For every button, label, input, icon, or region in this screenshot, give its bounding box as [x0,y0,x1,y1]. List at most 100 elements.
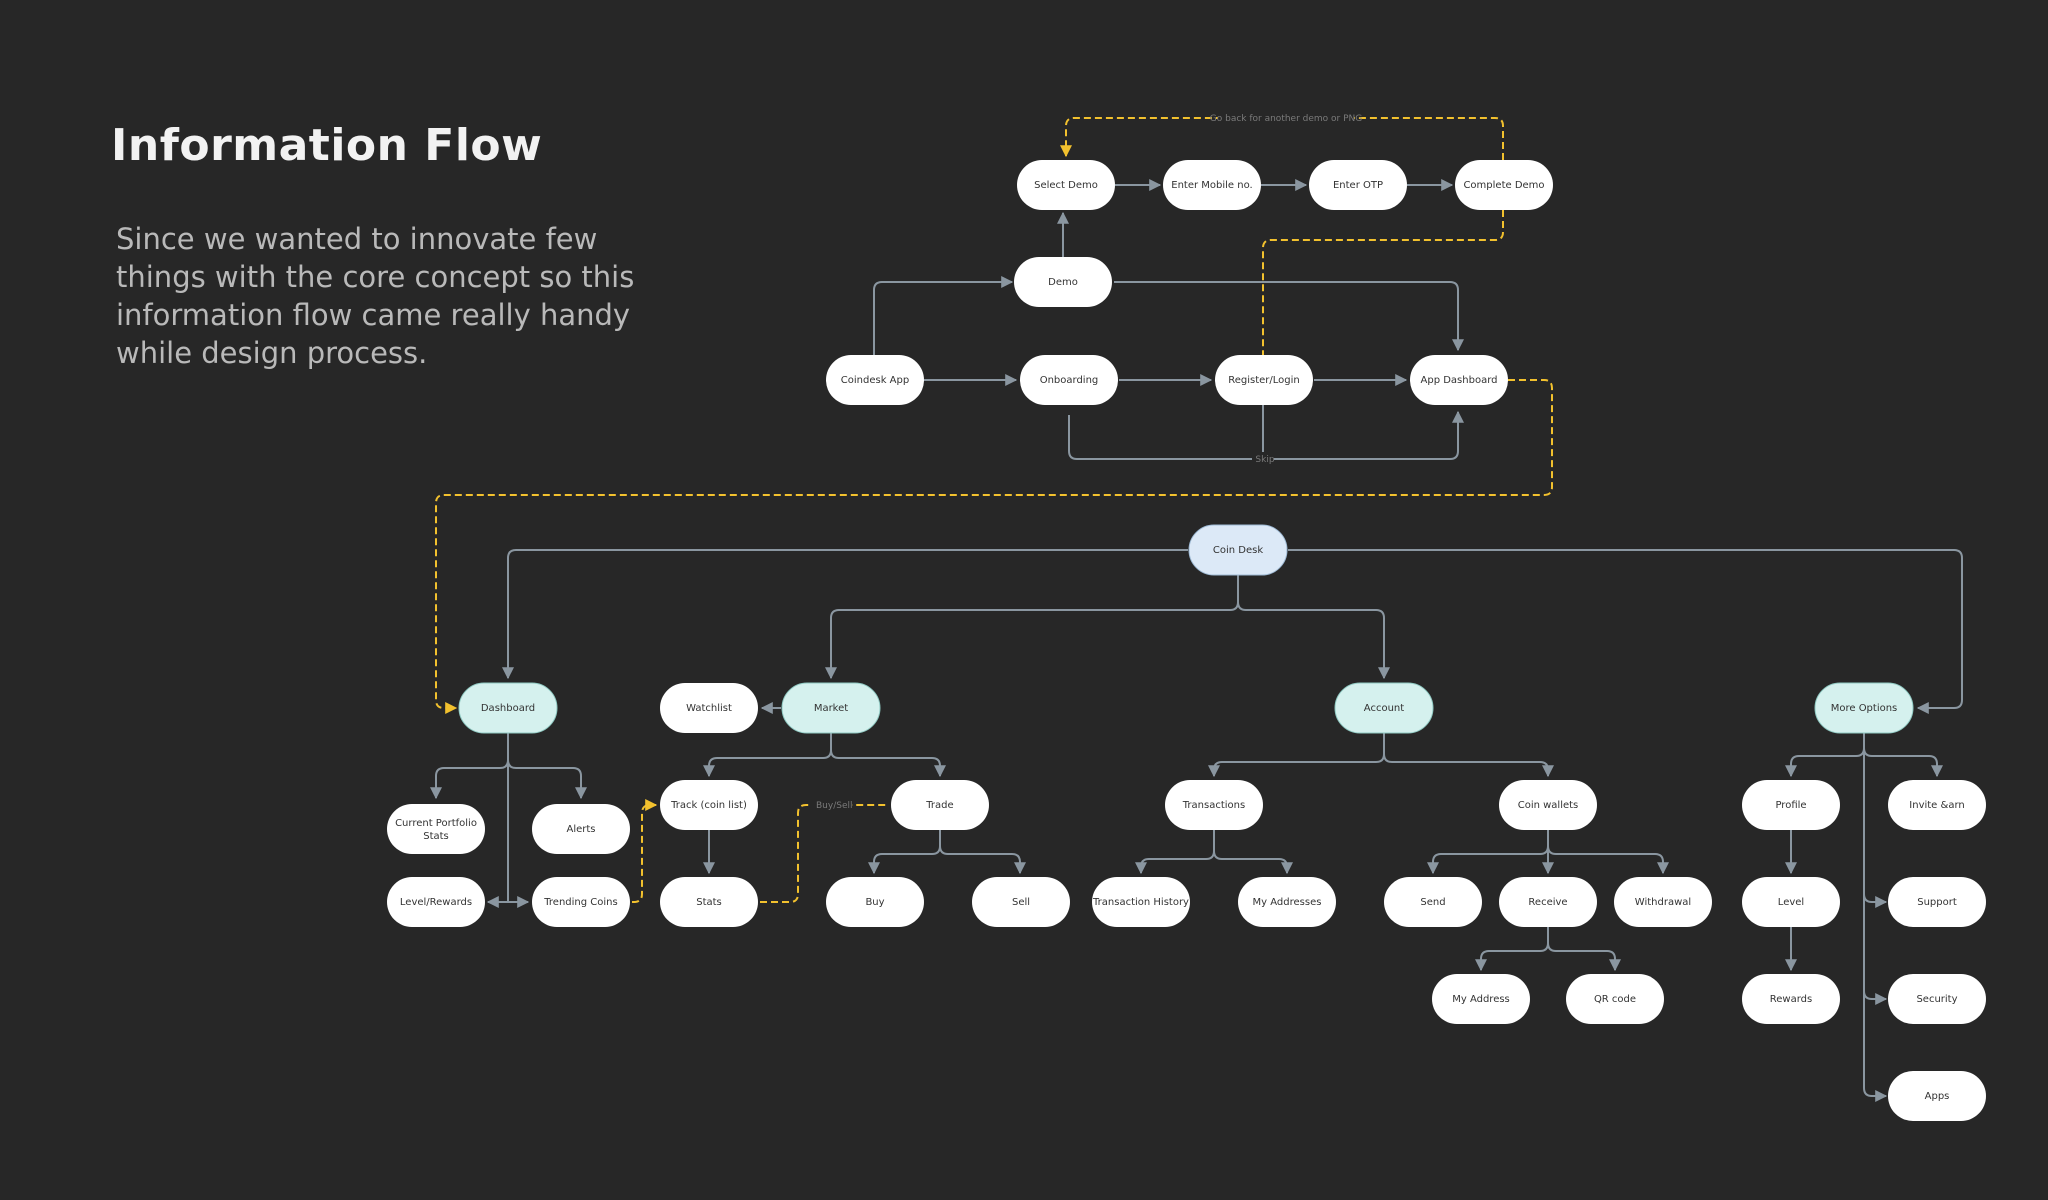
svg-text:App Dashboard: App Dashboard [1421,375,1498,386]
svg-text:QR code: QR code [1594,994,1636,1005]
node-stats[interactable]: Stats [660,877,758,927]
node-current-portfolio-stats[interactable]: Current Portfolio Stats [387,804,485,854]
svg-text:Apps: Apps [1925,1091,1950,1102]
svg-text:Track (coin list): Track (coin list) [670,800,747,811]
node-app-dashboard[interactable]: App Dashboard [1410,355,1508,405]
svg-text:Transaction History: Transaction History [1092,897,1189,908]
dashed-appdashboard-to-dashboard [435,379,1553,714]
page-description: Since we wanted to innovate few things w… [116,222,635,370]
node-register-login[interactable]: Register/Login [1215,355,1313,405]
svg-text:Alerts: Alerts [566,824,595,835]
node-receive[interactable]: Receive [1499,877,1597,927]
node-track-coin-list[interactable]: Track (coin list) [660,780,758,830]
node-more-options[interactable]: More Options [1814,682,1914,734]
node-coindesk-app[interactable]: Coindesk App [826,355,924,405]
annotations: Go back for another demo or PNG Skip Buy… [812,111,1362,812]
connector-coindesk-to-dashboard [502,549,1188,680]
connector-market-to-trade [830,749,946,778]
dashed-complete-to-register [1262,210,1504,355]
connector-wallets-trunk [1427,829,1549,875]
node-coin-desk[interactable]: Coin Desk [1188,524,1288,576]
connector-coindesk-to-account [1237,601,1390,680]
page-title: Information Flow [111,120,543,171]
node-demo[interactable]: Demo [1014,257,1112,307]
node-alerts[interactable]: Alerts [532,804,630,854]
svg-text:My Address: My Address [1452,994,1510,1005]
connector-demo-to-appdashboard [1114,281,1464,352]
node-invite[interactable]: Invite &arn [1888,780,1986,830]
annotation-buy-sell: Buy/Sell [816,801,853,811]
node-enter-mobile[interactable]: Enter Mobile no. [1163,160,1261,210]
svg-text:Stats: Stats [423,831,449,842]
node-coin-wallets[interactable]: Coin wallets [1499,780,1597,830]
node-security[interactable]: Security [1888,974,1986,1024]
annotation-skip: Skip [1255,455,1274,465]
svg-text:Complete Demo: Complete Demo [1463,180,1544,191]
node-apps[interactable]: Apps [1888,1071,1986,1121]
svg-text:Profile: Profile [1775,800,1806,811]
svg-text:More Options: More Options [1831,703,1898,714]
svg-text:Invite &arn: Invite &arn [1909,800,1964,811]
node-profile[interactable]: Profile [1742,780,1840,830]
svg-text:Select Demo: Select Demo [1034,180,1098,191]
node-sell[interactable]: Sell [972,877,1070,927]
node-transactions[interactable]: Transactions [1165,780,1263,830]
node-support[interactable]: Support [1888,877,1986,927]
svg-text:Send: Send [1420,897,1445,908]
node-send[interactable]: Send [1384,877,1482,927]
connector-dashboard-to-alerts [507,759,587,800]
svg-text:Sell: Sell [1012,897,1030,908]
node-qr-code[interactable]: QR code [1566,974,1664,1024]
connector-coindesk-to-moreoptions [1288,549,1963,714]
connector-transactions-trunk [1135,829,1215,875]
node-dashboard[interactable]: Dashboard [458,682,558,734]
connector-moreoptions-to-invite [1863,747,1943,778]
connector-transactions-to-addresses [1213,850,1293,875]
node-onboarding[interactable]: Onboarding [1020,355,1118,405]
dashed-connectors [435,117,1553,903]
node-buy[interactable]: Buy [826,877,924,927]
node-complete-demo[interactable]: Complete Demo [1455,160,1553,210]
svg-text:Support: Support [1917,897,1957,908]
svg-text:Account: Account [1364,703,1404,714]
svg-text:Demo: Demo [1048,277,1078,288]
node-select-demo[interactable]: Select Demo [1017,160,1115,210]
node-transaction-history[interactable]: Transaction History [1092,877,1190,927]
node-watchlist[interactable]: Watchlist [660,683,758,733]
svg-text:Transactions: Transactions [1182,800,1245,811]
svg-text:Level: Level [1778,897,1804,908]
node-my-addresses[interactable]: My Addresses [1238,877,1336,927]
node-my-address[interactable]: My Address [1432,974,1530,1024]
svg-text:Buy: Buy [865,897,884,908]
dashed-trending-to-track [632,799,658,903]
node-trending-coins[interactable]: Trending Coins [532,877,630,927]
node-level[interactable]: Level [1742,877,1840,927]
svg-text:Rewards: Rewards [1770,994,1812,1005]
connector-dashboard-to-portfolio [430,759,509,800]
connector-coindesk-to-demo [873,276,1014,355]
node-level-rewards[interactable]: Level/Rewards [387,877,485,927]
connector-receive-to-qr [1547,942,1621,972]
nodes: Select Demo Enter Mobile no. Enter OTP C… [387,160,1986,1121]
connector-moreoptions-trunk [1863,732,1888,1102]
connector-trade-to-sell [939,845,1026,875]
node-market[interactable]: Market [781,682,881,734]
connector-account-trunk [1208,732,1385,778]
svg-text:Market: Market [814,703,848,714]
node-trade[interactable]: Trade [891,780,989,830]
svg-text:Receive: Receive [1528,897,1567,908]
connector-moreoptions-to-profile [1785,747,1865,778]
connector-receive-trunk [1475,926,1549,972]
node-enter-otp[interactable]: Enter OTP [1309,160,1407,210]
connector-moreoptions-to-support [1863,893,1888,908]
node-rewards[interactable]: Rewards [1742,974,1840,1024]
node-account[interactable]: Account [1334,682,1434,734]
svg-text:Watchlist: Watchlist [686,703,732,714]
node-withdrawal[interactable]: Withdrawal [1614,877,1712,927]
annotation-go-back: Go back for another demo or PNG [1210,114,1362,124]
svg-text:Current Portfolio: Current Portfolio [395,818,477,829]
connector-account-to-wallets [1383,753,1554,778]
svg-text:Enter Mobile no.: Enter Mobile no. [1171,180,1252,191]
connector-moreoptions-to-security [1863,990,1888,1005]
